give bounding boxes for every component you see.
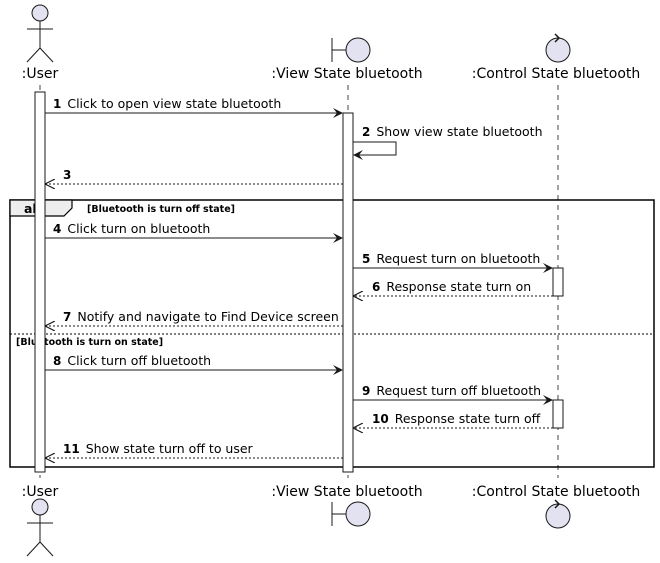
control-icon xyxy=(545,33,571,63)
boundary-icon xyxy=(331,37,371,63)
control-participant-label-top: :Control State bluetooth xyxy=(472,66,641,82)
alt-guard-2: [Bluetooth is turn on state] xyxy=(16,337,163,348)
user-actor-icon xyxy=(26,4,54,63)
view-activation-bar xyxy=(342,112,354,473)
user-participant-label-top: :User xyxy=(22,66,59,82)
user-participant-label-bottom: :User xyxy=(22,484,59,500)
view-participant-label-top: :View State bluetooth xyxy=(271,66,422,82)
control-activation-bar-2 xyxy=(552,399,564,429)
alt-guard-1: [Bluetooth is turn off state] xyxy=(87,204,235,215)
message-2-arrow xyxy=(353,141,397,160)
user-activation-bar xyxy=(34,91,46,473)
control-participant-label-bottom: :Control State bluetooth xyxy=(472,484,641,500)
control-activation-bar-1 xyxy=(552,267,564,297)
boundary-icon-bottom xyxy=(331,501,371,527)
view-participant-label-bottom: :View State bluetooth xyxy=(271,484,422,500)
control-icon-bottom xyxy=(545,499,571,529)
user-actor-icon-bottom xyxy=(26,498,54,557)
message-3-label: 3 xyxy=(63,168,71,182)
